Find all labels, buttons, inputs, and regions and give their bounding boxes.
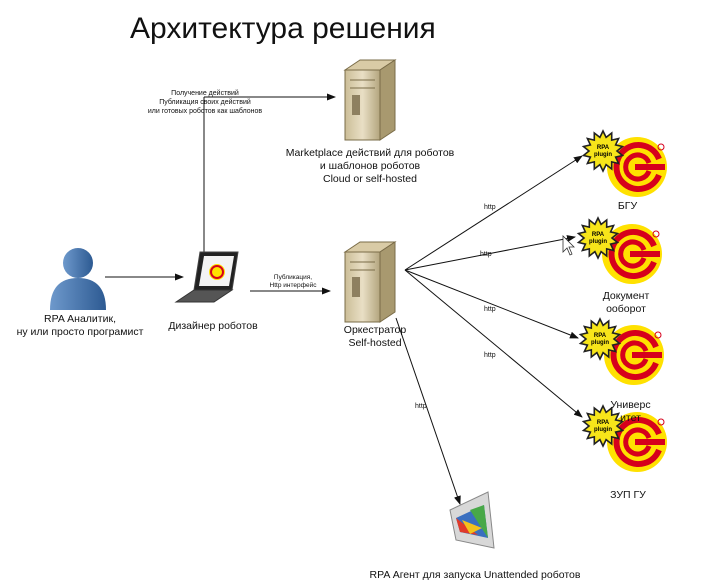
orchestrator-label: Оркестратор Self-hosted [343, 324, 407, 350]
rpa-plugin-badge-icon [578, 317, 622, 361]
publish-note: Публикация, Http интерфейс [269, 274, 317, 290]
target-label-university: Универс итет [610, 399, 651, 425]
logo-1c-inner-ring [618, 239, 647, 269]
marketplace-note: Получение действий Публикация своих дейс… [147, 90, 263, 115]
logo-1c-inner-ring [623, 152, 652, 182]
link-agent [395, 317, 461, 505]
logo-1c-ring [613, 417, 662, 467]
http-label-agent: http [415, 403, 427, 410]
page-title: Архитектура решения [130, 12, 436, 45]
logo-1c-inner-ring [620, 340, 649, 370]
registered-mark-icon [657, 143, 665, 151]
designer-laptop-icon [174, 251, 239, 303]
logo-1c-bar [635, 439, 665, 445]
link-university [404, 269, 579, 339]
analyst-person-icon [50, 248, 106, 310]
registered-mark-icon [657, 418, 665, 426]
marketplace-server-icon [343, 59, 397, 141]
target-label-zup: ЗУП ГУ [610, 489, 646, 501]
logo-1c-inner-ring [623, 427, 652, 457]
link-docflow [404, 235, 576, 271]
agent-label: RPA Агент для запуска Unattended роботов [369, 569, 581, 581]
marketplace-label: Marketplace действий для роботов и шабло… [285, 147, 455, 186]
rpa-plugin-badge-icon [581, 404, 625, 448]
logo-1c-ring [608, 229, 657, 279]
logo-1c-bar [635, 164, 665, 170]
rpa-plugin-badge-icon [576, 216, 620, 260]
designer-label: Дизайнер роботов [168, 320, 258, 332]
logo-1c-bar [630, 251, 660, 257]
orchestrator-server-icon [343, 241, 397, 323]
link-bgu [404, 155, 583, 271]
http-label-bgu: http [484, 204, 496, 211]
http-label-university: http [484, 306, 496, 313]
http-label-docflow: http [480, 251, 492, 258]
logo-1c-ring [613, 142, 662, 192]
rpa-agent-icon [449, 491, 495, 549]
logo-1c-bar [632, 352, 662, 358]
analyst-label: RPA Аналитик, ну или просто програмист [16, 313, 144, 339]
link-zup [404, 269, 583, 418]
registered-mark-icon [652, 230, 660, 238]
logo-1c-ring [610, 330, 659, 380]
http-label-zup: http [484, 352, 496, 359]
mouse-cursor-icon [562, 235, 575, 256]
registered-mark-icon [654, 331, 662, 339]
target-label-docflow: Документ ооборот [602, 290, 650, 316]
connectors [105, 93, 583, 505]
rpa-plugin-badge-icon [581, 129, 625, 173]
target-label-bgu: БГУ [617, 200, 638, 212]
